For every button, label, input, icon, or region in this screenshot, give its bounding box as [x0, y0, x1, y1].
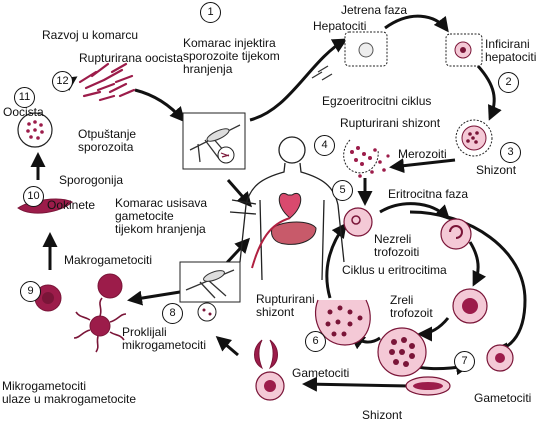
- label-merozoiti: Merozoiti: [398, 147, 447, 161]
- label-razvoj-u-komarcu: Razvoj u komarcu: [42, 28, 139, 42]
- arrow-ruptured-to-rbc: [325, 222, 347, 299]
- rbc-ring: [343, 207, 373, 237]
- arrow-mosquito-to-gametes: [127, 290, 181, 306]
- label-nezreli-trofozoiti: Nezreli trofozoiti: [374, 232, 420, 259]
- arrow-rbc-to-immature: [379, 202, 451, 221]
- arrow-ruptured-to-mosquito: [134, 88, 185, 123]
- ruptured-liver-schizont: [343, 139, 390, 178]
- label-rupturirani-shizont-top: Rupturirani shizont: [340, 116, 441, 130]
- gametocyte-crescent-cell: [405, 376, 451, 396]
- blood-schizont-cell: [377, 327, 427, 377]
- mature-trophozoite-cell: [452, 288, 488, 324]
- macrogametocyte-cells: [34, 273, 123, 312]
- ruptured-oocyst-sporozoites: [78, 62, 136, 102]
- liver-schizont-cell: [455, 119, 493, 157]
- immature-trophozoite-cell: [440, 218, 472, 250]
- label-rupturirani-shizont-blood: Rupturirani shizont: [256, 292, 315, 319]
- label-hepatociti: Hepatociti: [313, 19, 367, 33]
- mosquito-panel-bottom: [179, 261, 241, 322]
- label-eritrocitna-faza: Eritrocitna faza: [388, 187, 469, 201]
- step-3-badge: 3: [500, 142, 521, 163]
- label-gametociti-right: Gametociti: [474, 391, 532, 405]
- ruptured-blood-schizont: [314, 299, 371, 346]
- step-2-badge: 2: [498, 72, 519, 93]
- step-6-badge: 6: [305, 331, 326, 352]
- blood-vessel: [251, 217, 291, 269]
- arrow-mosquito-to-liver: [249, 38, 348, 122]
- label-ookinete: Ookinete: [47, 198, 96, 212]
- step-12-badge: 12: [52, 71, 73, 92]
- step-1-badge: 1: [200, 2, 221, 23]
- label-makrogametociti: Makrogametociti: [64, 253, 153, 267]
- label-rupturirana-oocista: Rupturirana oocista: [79, 51, 184, 65]
- arrow-mature-to-schizont: [417, 317, 450, 342]
- human-figure: [229, 136, 345, 281]
- liver-organ: [271, 221, 317, 245]
- arrow-infected-to-schizont: [476, 65, 502, 121]
- infected-hepatocyte-cell: [445, 33, 483, 67]
- arrow-gametocytes-bottom-left: [302, 376, 411, 392]
- step-4-badge: 4: [314, 135, 335, 156]
- arrow-mosquito-to-human-top: [226, 179, 252, 208]
- heart-organ: [278, 192, 302, 219]
- label-sporogonija: Sporogonija: [59, 173, 124, 187]
- gametocytes-left-cells: [254, 339, 285, 401]
- step-8-badge: 8: [162, 303, 183, 324]
- oocyst-cell: [17, 112, 53, 148]
- label-shizont-liver: Shizont: [476, 163, 517, 177]
- exflagellated-microgametocyte: [73, 297, 127, 353]
- label-proklijali-mikrogametociti: Proklijali mikrogametociti: [122, 325, 207, 352]
- label-komarac-injektira: Komarac injektira sporozoite tijekom hra…: [183, 36, 280, 76]
- label-mikrogametociti-ulaze: Mikrogametociti ulaze u makrogametocite: [2, 379, 137, 406]
- label-inficirani-hepatociti: Inficirani hepatociti: [485, 37, 537, 64]
- label-otpustanje-sporozoita: Otpuštanje sporozoita: [78, 127, 137, 154]
- step-5-badge: 5: [332, 180, 353, 201]
- label-oocista: Oocista: [3, 105, 44, 119]
- label-ciklus-u-eritrocitima: Ciklus u eritrocitima: [342, 263, 447, 277]
- mosquito-panel-top: [182, 112, 246, 170]
- step-7-badge: 7: [454, 351, 475, 372]
- step-10-badge: 10: [23, 186, 44, 207]
- label-shizont-blood: Shizont: [362, 408, 403, 422]
- hepatocyte-cell: [344, 31, 388, 67]
- sporozoites: [311, 65, 333, 81]
- arrow-immature-to-mature: [468, 241, 487, 287]
- label-gametociti-left: Gametociti: [292, 366, 350, 380]
- arrow-hepatocytes-to-infected: [384, 14, 449, 33]
- step-9-badge: 9: [20, 281, 41, 302]
- label-komarac-usisava: Komarac usisava gametocite tijekom hranj…: [115, 196, 208, 236]
- arrow-gametocytes-to-mosquito: [215, 336, 239, 357]
- step-11-badge: 11: [14, 87, 35, 108]
- label-egzoeritrocitni-ciklus: Egzoeritrocitni ciklus: [322, 94, 432, 108]
- label-zreli-trofozoit: Zreli trofozoit: [390, 293, 433, 320]
- gametocyte-right-cell: [486, 344, 514, 372]
- label-jetrena-faza: Jetrena faza: [341, 3, 408, 17]
- arrow-schizont-to-merozoites: [389, 158, 456, 174]
